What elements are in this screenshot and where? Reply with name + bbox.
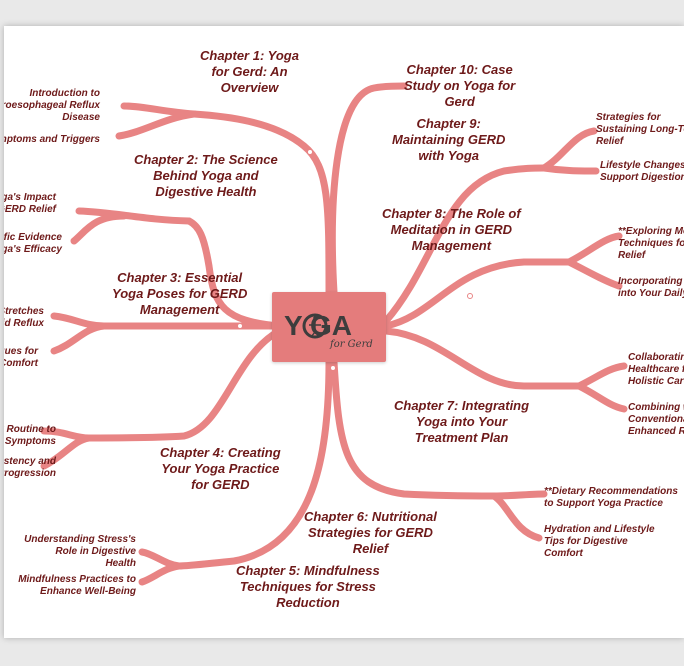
subtopic-4a[interactable]: Daily Routine toManage Symptoms xyxy=(4,424,56,447)
branch-chapter-4 xyxy=(85,327,283,442)
branch-chapter-8-sub-a xyxy=(565,232,623,266)
branch-chapter-7-sub-a xyxy=(575,362,628,390)
subtopic-7a[interactable]: Collaborating withHealthcare forHolistic… xyxy=(628,352,684,387)
subtopic-2b[interactable]: Scientific Evidenceof Yoga's Efficacy xyxy=(4,232,62,255)
subtopic-8b[interactable]: Incorporating Meditationinto Your Daily … xyxy=(618,276,684,299)
branch-chapter-8-sub-b xyxy=(565,258,623,290)
branch-chapter-5 xyxy=(175,358,333,570)
yoga-logo-icon: Y GA for Gerd xyxy=(284,310,373,350)
branch-chapter-10 xyxy=(328,82,408,296)
subtopic-2a[interactable]: Yoga's Impacton GERD Relief xyxy=(4,192,56,215)
central-topic[interactable]: Y GA for Gerd xyxy=(272,292,386,362)
branch-chapter-7 xyxy=(382,327,583,390)
branch-chapter-6-sub-a xyxy=(490,490,548,500)
branch-chapter-9-sub-b xyxy=(540,164,600,175)
branch-chapter-3-sub-b xyxy=(50,322,108,355)
subtopic-1a[interactable]: Introduction toGastroesophageal RefluxDi… xyxy=(4,88,100,123)
branch-chapter-1 xyxy=(190,110,333,296)
logo-script: for Gerd xyxy=(329,339,373,350)
branch-chapter-1-sub-b xyxy=(115,110,198,140)
branch-chapter-9 xyxy=(382,164,548,325)
branch-chapter-2-sub-b xyxy=(70,212,128,245)
branch-chapter-8 xyxy=(382,258,573,330)
branch-lines xyxy=(40,82,628,586)
subtopic-7b[interactable]: Combining withConventional forEnhanced R… xyxy=(628,402,684,437)
subtopic-8a[interactable]: **Exploring MeditationTechniques forReli… xyxy=(618,226,684,261)
branch-chapter-7-sub-b xyxy=(575,382,628,413)
branch-chapter-2 xyxy=(185,217,283,330)
branch-chapter-6-sub-b xyxy=(490,492,543,542)
branch-chapter-2-sub-a xyxy=(75,207,193,225)
subtopic-3a[interactable]: Stretchesfor Acid Reflux xyxy=(4,306,44,329)
subtopic-4b[interactable]: Consistency andProgression xyxy=(4,456,56,479)
branch-chapter-9-sub-a xyxy=(540,127,598,172)
branch-chapter-5-sub-b xyxy=(138,562,183,586)
subtopic-3b[interactable]: Techniques forComfort xyxy=(4,346,38,369)
branch-chapter-6 xyxy=(330,358,498,500)
subtopic-1b[interactable]: Symptoms and Triggers xyxy=(4,134,100,145)
branch-chapter-4-sub-b xyxy=(40,434,93,470)
